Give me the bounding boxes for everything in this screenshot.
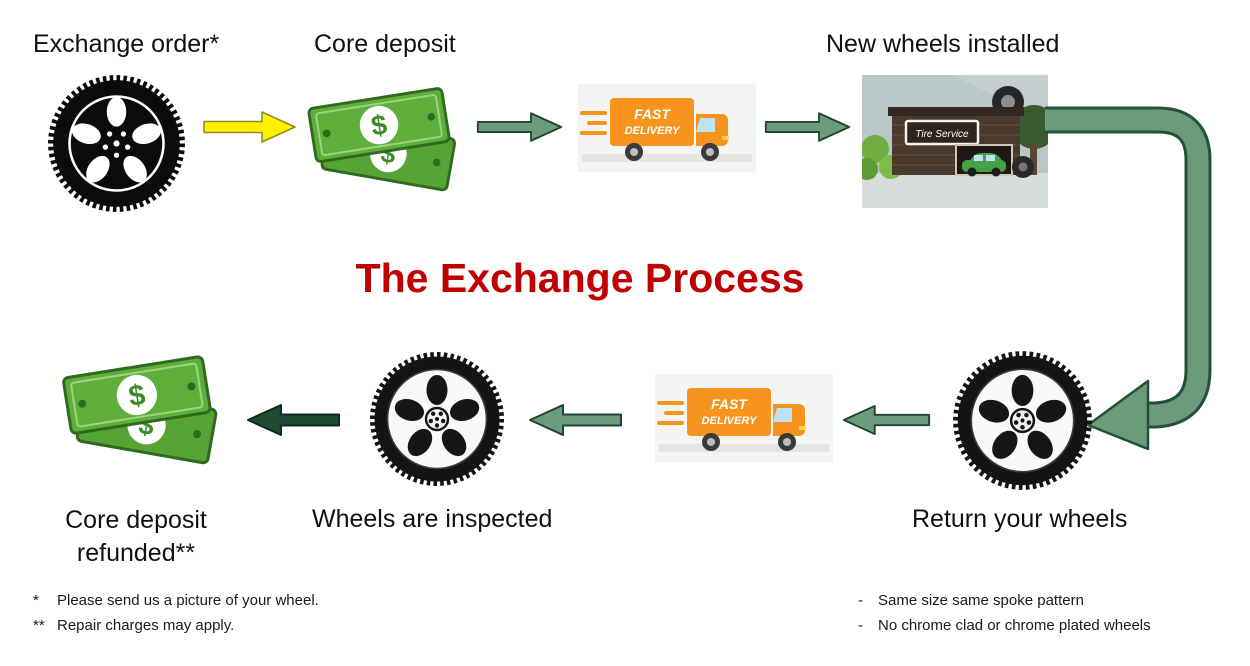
green-arrow-icon	[476, 110, 564, 144]
delivery-truck-icon	[578, 84, 756, 172]
footnote-marker: -	[858, 592, 863, 609]
silver-wheel-icon	[367, 349, 507, 489]
footnote-marker: *	[33, 592, 39, 609]
core-deposit-refunded-label: Core deposit refunded**	[35, 504, 237, 570]
curved-green-arrow-icon	[1045, 106, 1212, 451]
yellow-arrow-icon	[202, 110, 298, 144]
refund-label-line2: refunded**	[76, 539, 196, 567]
footnote-marker: -	[858, 617, 863, 634]
footnote-text: Same size same spoke pattern	[878, 592, 1084, 609]
footnote-marker: **	[33, 617, 45, 634]
footnote-text: No chrome clad or chrome plated wheels	[878, 617, 1151, 634]
page-title: The Exchange Process	[355, 255, 805, 301]
return-your-wheels-label: Return your wheels	[912, 505, 1128, 533]
green-arrow-left-icon	[524, 403, 626, 437]
dark-green-arrow-left-icon	[244, 403, 342, 437]
delivery-truck-icon	[655, 374, 833, 462]
wheels-are-inspected-label: Wheels are inspected	[312, 505, 553, 533]
footnote-line: - Same size same spoke pattern	[858, 592, 1151, 609]
footnote-text: Repair charges may apply.	[57, 617, 235, 634]
green-arrow-icon	[764, 110, 852, 144]
money-bills-icon	[294, 72, 472, 200]
exchange-order-label: Exchange order*	[33, 30, 220, 58]
new-wheels-installed-label: New wheels installed	[826, 30, 1060, 58]
footnotes-right: - Same size same spoke pattern - No chro…	[858, 592, 1151, 642]
money-bills-icon	[48, 340, 234, 473]
tire-shop-icon	[862, 75, 1048, 208]
core-deposit-label: Core deposit	[314, 30, 456, 58]
green-arrow-left-icon	[841, 403, 931, 437]
footnote-line: ** Repair charges may apply.	[33, 617, 319, 634]
footnotes-left: * Please send us a picture of your wheel…	[33, 592, 319, 642]
refund-label-line1: Core deposit	[65, 506, 207, 534]
footnote-line: * Please send us a picture of your wheel…	[33, 592, 319, 609]
footnote-line: - No chrome clad or chrome plated wheels	[858, 617, 1151, 634]
footnote-text: Please send us a picture of your wheel.	[57, 592, 319, 609]
silver-wheel-icon	[950, 348, 1095, 493]
black-wheel-icon	[45, 72, 188, 215]
